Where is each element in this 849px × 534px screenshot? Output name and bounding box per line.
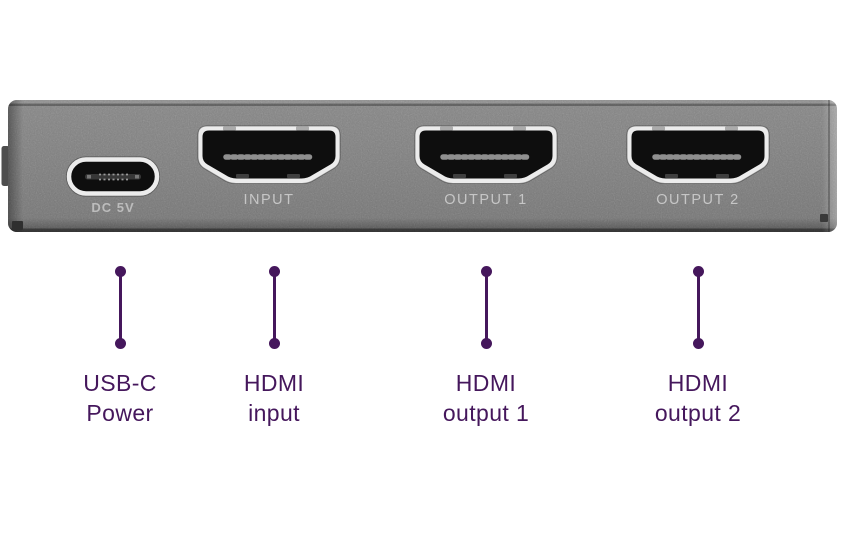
hdmi-input-port (198, 126, 340, 184)
callout-line (118, 276, 122, 339)
callout-label-line2: Power (86, 400, 154, 426)
callout-dot-bottom (692, 338, 704, 349)
callout-label-line1: HDMI (455, 370, 517, 396)
callout-hdmi-output-2: HDMI output 2 (608, 266, 788, 428)
callout-label-usb-c-power: USB-C Power (83, 368, 157, 428)
screw-mark-left (12, 221, 23, 230)
side-button-tab (1, 146, 10, 186)
usb-port-label: DC 5V (91, 200, 134, 215)
callout-dot-bottom (268, 338, 280, 349)
hdmi-output-1-port (415, 126, 557, 184)
callout-label-hdmi-output-1: HDMI output 1 (443, 368, 529, 428)
callout-line (696, 276, 700, 339)
callout-dot-top (114, 266, 126, 277)
callout-label-line2: input (248, 400, 300, 426)
usb-c-port (65, 156, 161, 197)
callout-line (272, 276, 276, 339)
screw-mark-right (820, 214, 828, 222)
callout-dot-bottom (480, 338, 492, 349)
callout-label-line2: output 1 (442, 400, 530, 426)
callout-label-line2: output 2 (654, 400, 742, 426)
callout-hdmi-input: HDMI input (184, 266, 364, 428)
callout-dot-top (268, 266, 280, 277)
callout-dot-top (480, 266, 492, 277)
callout-dot-bottom (114, 338, 126, 349)
output2-port-label: OUTPUT 2 (656, 192, 739, 208)
callout-dot-top (692, 266, 704, 277)
callout-label-line1: USB-C (83, 370, 157, 396)
callout-label-hdmi-output-2: HDMI output 2 (655, 368, 741, 428)
callout-label-line1: HDMI (667, 370, 729, 396)
callout-usb-c-power: USB-C Power (30, 266, 210, 428)
input-port-label: INPUT (244, 192, 295, 208)
callout-line (484, 276, 488, 339)
callout-label-line1: HDMI (243, 370, 305, 396)
output1-port-label: OUTPUT 1 (444, 192, 527, 208)
callout-hdmi-output-1: HDMI output 1 (396, 266, 576, 428)
hdmi-output-2-port (627, 126, 769, 184)
callout-label-hdmi-input: HDMI input (244, 368, 304, 428)
